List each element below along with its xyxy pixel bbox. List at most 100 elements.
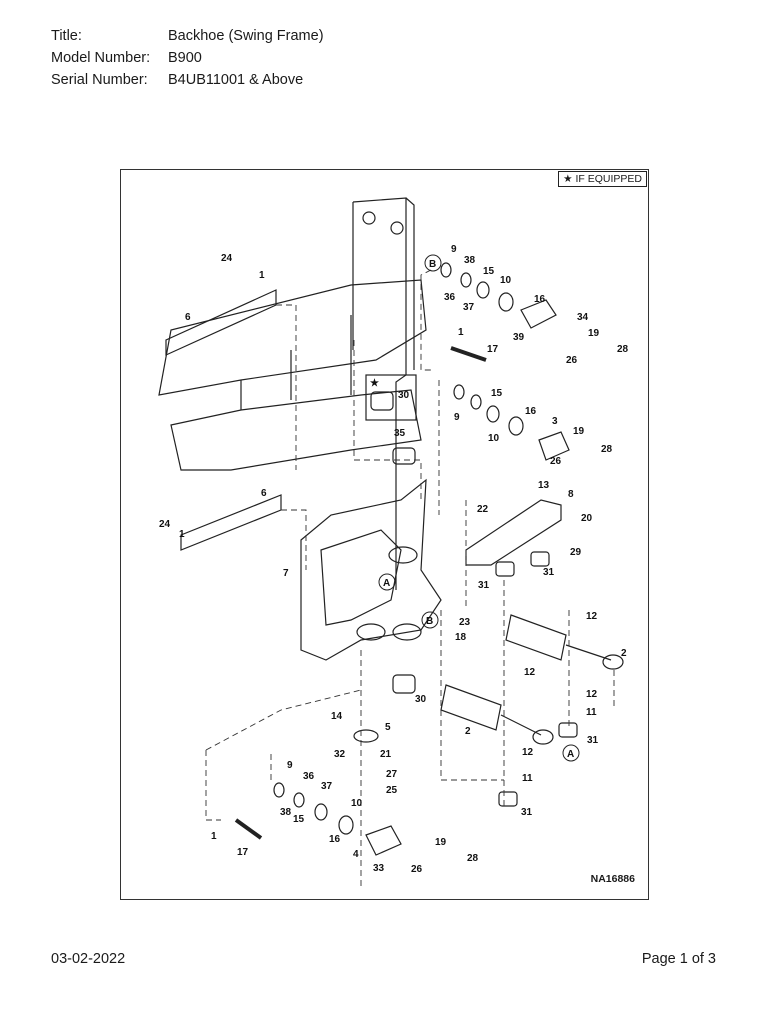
part-label: 16 xyxy=(525,406,537,417)
bushing-mid-16 xyxy=(508,416,524,436)
part-label: 1 xyxy=(458,327,464,338)
bearing-35 xyxy=(392,447,416,465)
part-label: 15 xyxy=(293,814,305,825)
part-label: 27 xyxy=(386,769,398,780)
part-label: 11 xyxy=(522,773,533,784)
part-label: 29 xyxy=(570,547,582,558)
washer-upper-15 xyxy=(460,272,472,288)
part-label: 12 xyxy=(524,667,536,678)
callout-b-mid: B xyxy=(426,616,433,627)
spring-upper-10 xyxy=(476,281,490,299)
part-label: 11 xyxy=(586,707,597,718)
part-label: 7 xyxy=(283,568,289,579)
part-label: 17 xyxy=(237,847,249,858)
washer-low-15 xyxy=(293,792,305,808)
part-label: 26 xyxy=(566,355,578,366)
part-label: 1 xyxy=(179,529,185,540)
part-label: 37 xyxy=(463,302,475,313)
part-label: 26 xyxy=(550,456,562,467)
pin-upper xyxy=(450,346,487,362)
title-key: Title: xyxy=(51,28,82,44)
washer-upper-9 xyxy=(440,262,452,278)
part-label: 16 xyxy=(329,834,341,845)
bearing-31-d xyxy=(498,791,518,807)
bracket-plate-top xyxy=(165,289,277,356)
leader-mid-to-right xyxy=(440,610,504,781)
part-label: 31 xyxy=(543,567,555,578)
part-label: 1 xyxy=(259,270,265,281)
title-row: Title: Backhoe (Swing Frame) xyxy=(51,25,324,47)
part-label: 15 xyxy=(491,388,503,399)
boom-frame-lower xyxy=(170,389,422,471)
part-label: 10 xyxy=(500,275,512,286)
callout-b-mid-circle xyxy=(421,611,439,629)
part-label: 23 xyxy=(459,617,471,628)
callout-a-mid-circle xyxy=(378,573,396,591)
callout-a-mid: A xyxy=(383,578,390,589)
model-value: B900 xyxy=(168,50,202,66)
part-label: 10 xyxy=(488,433,500,444)
swing-frame-boss-lower xyxy=(356,623,386,641)
part-label: 3 xyxy=(552,416,558,427)
bushing-upper-16 xyxy=(498,292,514,312)
part-label: 22 xyxy=(477,504,489,515)
part-label: 34 xyxy=(577,312,589,323)
part-label: 31 xyxy=(478,580,490,591)
swing-frame-body xyxy=(300,478,442,661)
washer-mid-9 xyxy=(453,384,465,400)
thrust-plate-5 xyxy=(353,729,379,743)
washer-mid-15 xyxy=(470,394,482,410)
leader-upper-stack xyxy=(420,269,432,371)
pin-lower xyxy=(234,818,263,840)
title-value: Backhoe (Swing Frame) xyxy=(168,28,324,44)
part-label: 24 xyxy=(159,519,171,530)
exploded-view-drawing: B A B A ★ 24 1 6 9 38 15 10 36 37 16 39 … xyxy=(158,197,629,890)
callout-a-bottom-circle xyxy=(562,744,580,762)
part-label: 32 xyxy=(334,749,346,760)
part-label: 12 xyxy=(522,747,534,758)
leader-tower-to-frame xyxy=(353,340,422,500)
part-label: 21 xyxy=(380,749,392,760)
part-label: 5 xyxy=(385,722,391,733)
part-label: 33 xyxy=(373,863,385,874)
part-label: 24 xyxy=(221,253,233,264)
part-label: 28 xyxy=(601,444,613,455)
boom-frame-web xyxy=(240,315,352,410)
part-label: 19 xyxy=(588,328,600,339)
part-label: 31 xyxy=(587,735,599,746)
footer-date: 03-02-2022 xyxy=(51,951,126,967)
bearing-31-b xyxy=(530,551,550,567)
part-label: 28 xyxy=(617,344,629,355)
part-label: 30 xyxy=(415,694,427,705)
part-label: 36 xyxy=(303,771,315,782)
part-label: 26 xyxy=(411,864,423,875)
part-label: 31 xyxy=(521,807,533,818)
part-label: 12 xyxy=(586,689,598,700)
cylinder-right-eye xyxy=(602,654,624,670)
part-label: 35 xyxy=(394,428,406,439)
part-label: 1 xyxy=(211,831,217,842)
model-row: Model Number: B900 xyxy=(51,47,324,69)
if-equipped-box xyxy=(365,374,417,421)
leader-plate-bottom xyxy=(281,509,307,570)
part-label: 37 xyxy=(321,781,333,792)
part-label: 2 xyxy=(465,726,471,737)
cylinder-left-barrel xyxy=(440,684,502,731)
swing-frame-inner xyxy=(320,529,402,626)
part-label: 13 xyxy=(538,480,550,491)
tower-side xyxy=(405,197,415,370)
leader-bottom-left xyxy=(205,750,221,821)
part-label: 14 xyxy=(331,711,343,722)
part-label: 9 xyxy=(454,412,460,423)
part-label: 18 xyxy=(455,632,467,643)
part-label: 19 xyxy=(435,837,447,848)
part-label: 6 xyxy=(261,488,267,499)
leader-plate-top xyxy=(276,304,297,470)
part-label: 20 xyxy=(581,513,593,524)
boom-frame-upper xyxy=(158,279,427,396)
parts-diagram: ★ IF EQUIPPED xyxy=(120,169,649,900)
spring-low-10 xyxy=(314,803,328,821)
part-label: 25 xyxy=(386,785,398,796)
tower-pin-hole xyxy=(362,211,376,225)
if-equipped-legend: ★ IF EQUIPPED xyxy=(558,171,647,187)
